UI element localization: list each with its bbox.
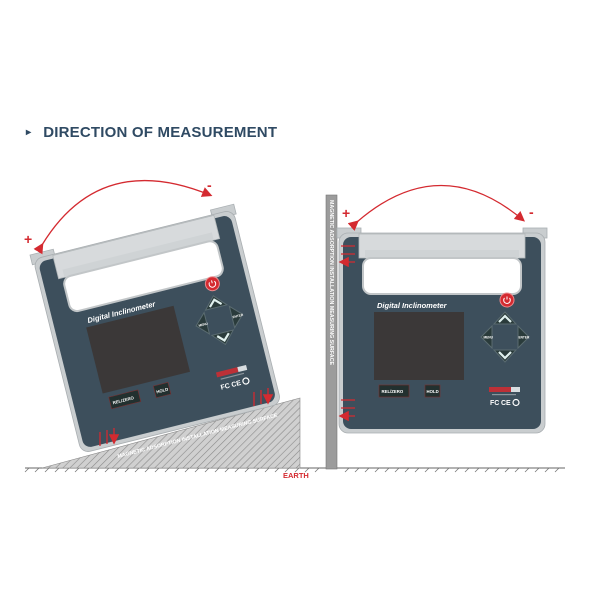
rohs-mark-icon <box>242 377 250 385</box>
enter-button[interactable] <box>228 304 245 329</box>
plus-sign-right: + <box>342 205 350 221</box>
handle-window <box>63 240 224 313</box>
device-screen <box>86 305 190 394</box>
menu-button[interactable] <box>480 324 493 350</box>
surface-label-vertical: MAGNETIC ADSORPTION INSTALLATION MEASURI… <box>328 200 334 365</box>
enter-label: ENTER <box>519 336 531 340</box>
power-icon <box>503 296 511 304</box>
chevron-down-icon <box>498 351 512 360</box>
brand-logo-tag <box>237 365 248 373</box>
brand-logo <box>215 367 239 378</box>
handle-window <box>362 257 522 295</box>
hold-label: HOLD <box>156 387 169 395</box>
ground-hatch-lines <box>24 467 560 473</box>
hold-button[interactable] <box>424 384 441 398</box>
chevron-up-icon <box>498 314 512 323</box>
enter-button[interactable] <box>517 324 530 350</box>
triangle-marker-icon: ▸ <box>26 127 32 138</box>
chevron-down-icon <box>216 332 230 343</box>
rohs-mark-icon <box>512 398 520 407</box>
rel-zero-label: REL/ZERO <box>112 395 135 405</box>
hold-label: HOLD <box>427 389 439 394</box>
earth-label: EARTH <box>283 471 309 480</box>
device-title: Digital Inclinometer <box>377 301 448 310</box>
brand-url <box>220 372 245 380</box>
ground-hatch <box>24 467 560 473</box>
magnet-arrows-left <box>99 388 268 446</box>
handle-inner <box>365 250 519 258</box>
ce-mark: CE <box>501 400 511 407</box>
plus-sign-left: + <box>24 231 32 247</box>
section-heading: ▸ DIRECTION OF MEASUREMENT <box>26 124 277 141</box>
rel-zero-button[interactable] <box>108 389 142 410</box>
magnet-arrows-right <box>341 245 355 416</box>
rel-zero-label: REL/ZERO <box>382 389 404 394</box>
menu-label: MENU <box>484 336 494 340</box>
menu-label: MENU <box>198 321 209 327</box>
brand-logo-tag <box>511 387 520 392</box>
rotation-arc-left <box>33 179 213 255</box>
brand-logo <box>489 387 511 392</box>
enter-label: ENTER <box>232 313 244 320</box>
power-icon <box>208 280 217 288</box>
ce-mark: CE <box>231 380 242 389</box>
power-button[interactable] <box>499 292 515 308</box>
rotation-arc-right <box>347 184 525 232</box>
rel-zero-button[interactable] <box>378 384 410 398</box>
fc-mark: FC <box>220 383 231 392</box>
heading-text: DIRECTION OF MEASUREMENT <box>43 124 278 141</box>
device-screen <box>374 312 464 380</box>
menu-button[interactable] <box>193 311 211 337</box>
power-button[interactable] <box>204 275 221 292</box>
minus-sign-right: - <box>529 204 534 220</box>
brand-url <box>492 394 516 396</box>
fc-mark: FC <box>490 400 499 407</box>
minus-sign-left: - <box>207 177 212 193</box>
vertical-surface <box>325 194 338 470</box>
chevron-up-icon <box>208 298 223 308</box>
hold-button[interactable] <box>153 382 172 399</box>
